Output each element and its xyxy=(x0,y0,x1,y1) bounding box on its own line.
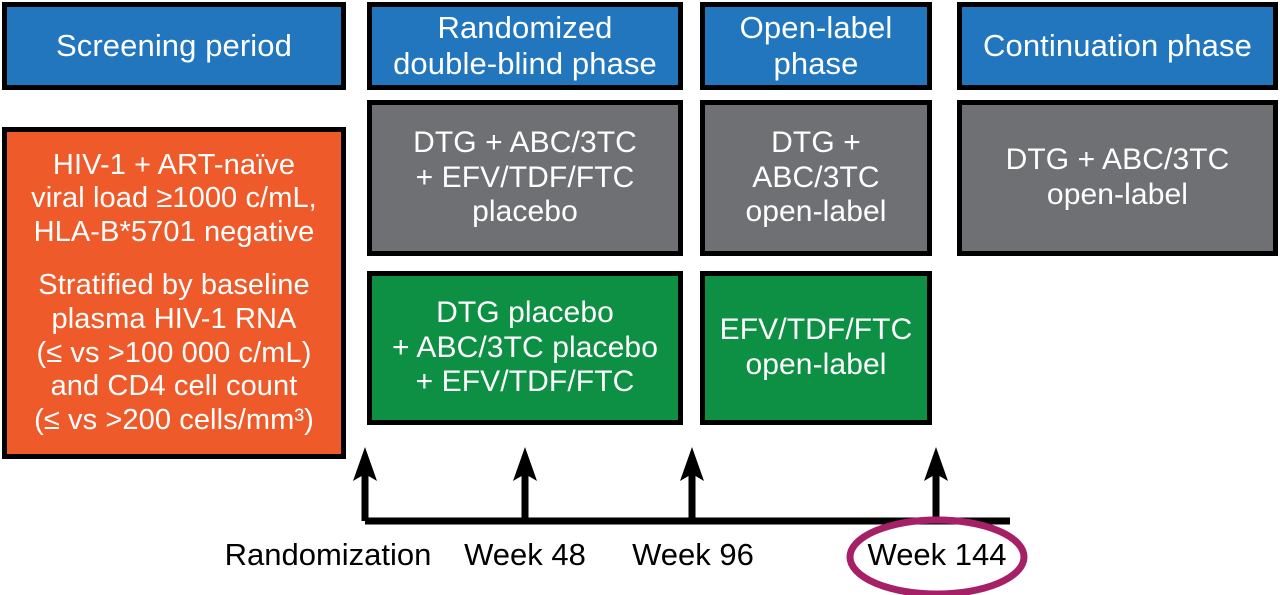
phase-header-screening: Screening period xyxy=(2,2,346,90)
timeline-label-week-144: Week 144 xyxy=(867,537,1007,572)
arm-dtg-double-blind: DTG + ABC/3TC + EFV/TDF/FTC placebo xyxy=(367,100,683,256)
population-eligibility-text: HIV-1 + ART-naïve viral load ≥1000 c/mL,… xyxy=(31,148,317,248)
arm-efv-double-blind: DTG placebo + ABC/3TC placebo + EFV/TDF/… xyxy=(367,271,683,425)
timeline-arrow-week-96 xyxy=(680,447,704,521)
phase-header-randomized-double-blind: Randomized double-blind phase xyxy=(367,2,683,90)
population-stratification-text: Stratified by baseline plasma HIV-1 RNA … xyxy=(34,269,314,436)
phase-header-continuation: Continuation phase xyxy=(957,2,1278,90)
arm-dtg-continuation: DTG + ABC/3TC open-label xyxy=(957,100,1278,256)
timeline-label-week-48: Week 48 xyxy=(464,537,586,572)
timeline-arrow-week-48 xyxy=(513,447,537,521)
timeline-label-week-96: Week 96 xyxy=(632,537,754,572)
timeline-arrow-randomization xyxy=(353,447,377,521)
arm-dtg-open-label: DTG + ABC/3TC open-label xyxy=(700,100,932,256)
arm-efv-open-label: EFV/TDF/FTC open-label xyxy=(700,271,932,425)
timeline-arrow-week-144 xyxy=(924,447,948,521)
phase-header-open-label: Open-label phase xyxy=(700,2,932,90)
population-criteria-box: HIV-1 + ART-naïve viral load ≥1000 c/mL,… xyxy=(2,127,346,459)
timeline-label-randomization: Randomization xyxy=(224,537,432,572)
